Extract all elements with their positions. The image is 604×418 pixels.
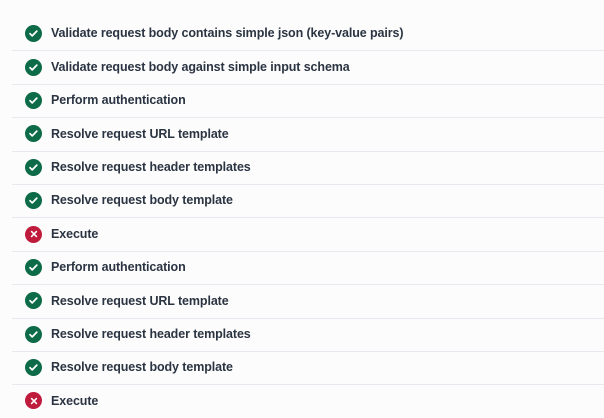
step-label: Resolve request header templates: [51, 326, 251, 341]
check-circle-icon: [25, 192, 42, 210]
step-label: Validate request body against simple inp…: [51, 59, 350, 74]
step-row[interactable]: Resolve request body template: [0, 183, 604, 218]
step-label: Execute: [51, 226, 99, 241]
check-circle-icon: [25, 325, 42, 343]
error-circle-icon: [25, 225, 42, 243]
step-label: Resolve request body template: [51, 360, 233, 375]
step-row[interactable]: Validate request body contains simple js…: [0, 17, 604, 51]
step-label: Perform authentication: [51, 93, 186, 108]
step-row[interactable]: Resolve request header templates: [0, 150, 604, 184]
check-circle-icon: [25, 91, 42, 109]
step-row[interactable]: Resolve request URL template: [0, 284, 604, 318]
step-row[interactable]: Perform authentication: [0, 83, 604, 118]
check-circle-icon: [25, 258, 42, 276]
error-circle-icon: [25, 392, 42, 410]
step-label: Execute: [51, 393, 99, 408]
check-circle-icon: [25, 58, 42, 76]
step-row[interactable]: Resolve request header templates: [0, 317, 604, 351]
step-label: Resolve request URL template: [51, 293, 229, 308]
step-label: Resolve request body template: [51, 193, 233, 208]
check-circle-icon: [25, 125, 42, 143]
step-row[interactable]: Resolve request URL template: [0, 117, 604, 151]
step-row[interactable]: Execute: [0, 217, 604, 251]
check-circle-icon: [25, 25, 42, 43]
step-label: Resolve request URL template: [51, 126, 229, 141]
step-row[interactable]: Execute: [0, 384, 604, 418]
step-label: Perform authentication: [51, 260, 186, 275]
step-row[interactable]: Validate request body against simple inp…: [0, 50, 604, 84]
check-circle-icon: [25, 359, 42, 377]
step-row[interactable]: Perform authentication: [0, 250, 604, 285]
check-circle-icon: [25, 158, 42, 176]
check-circle-icon: [25, 292, 42, 310]
step-label: Validate request body contains simple js…: [51, 26, 404, 41]
step-label: Resolve request header templates: [51, 160, 251, 174]
step-row[interactable]: Resolve request body template: [0, 350, 604, 385]
